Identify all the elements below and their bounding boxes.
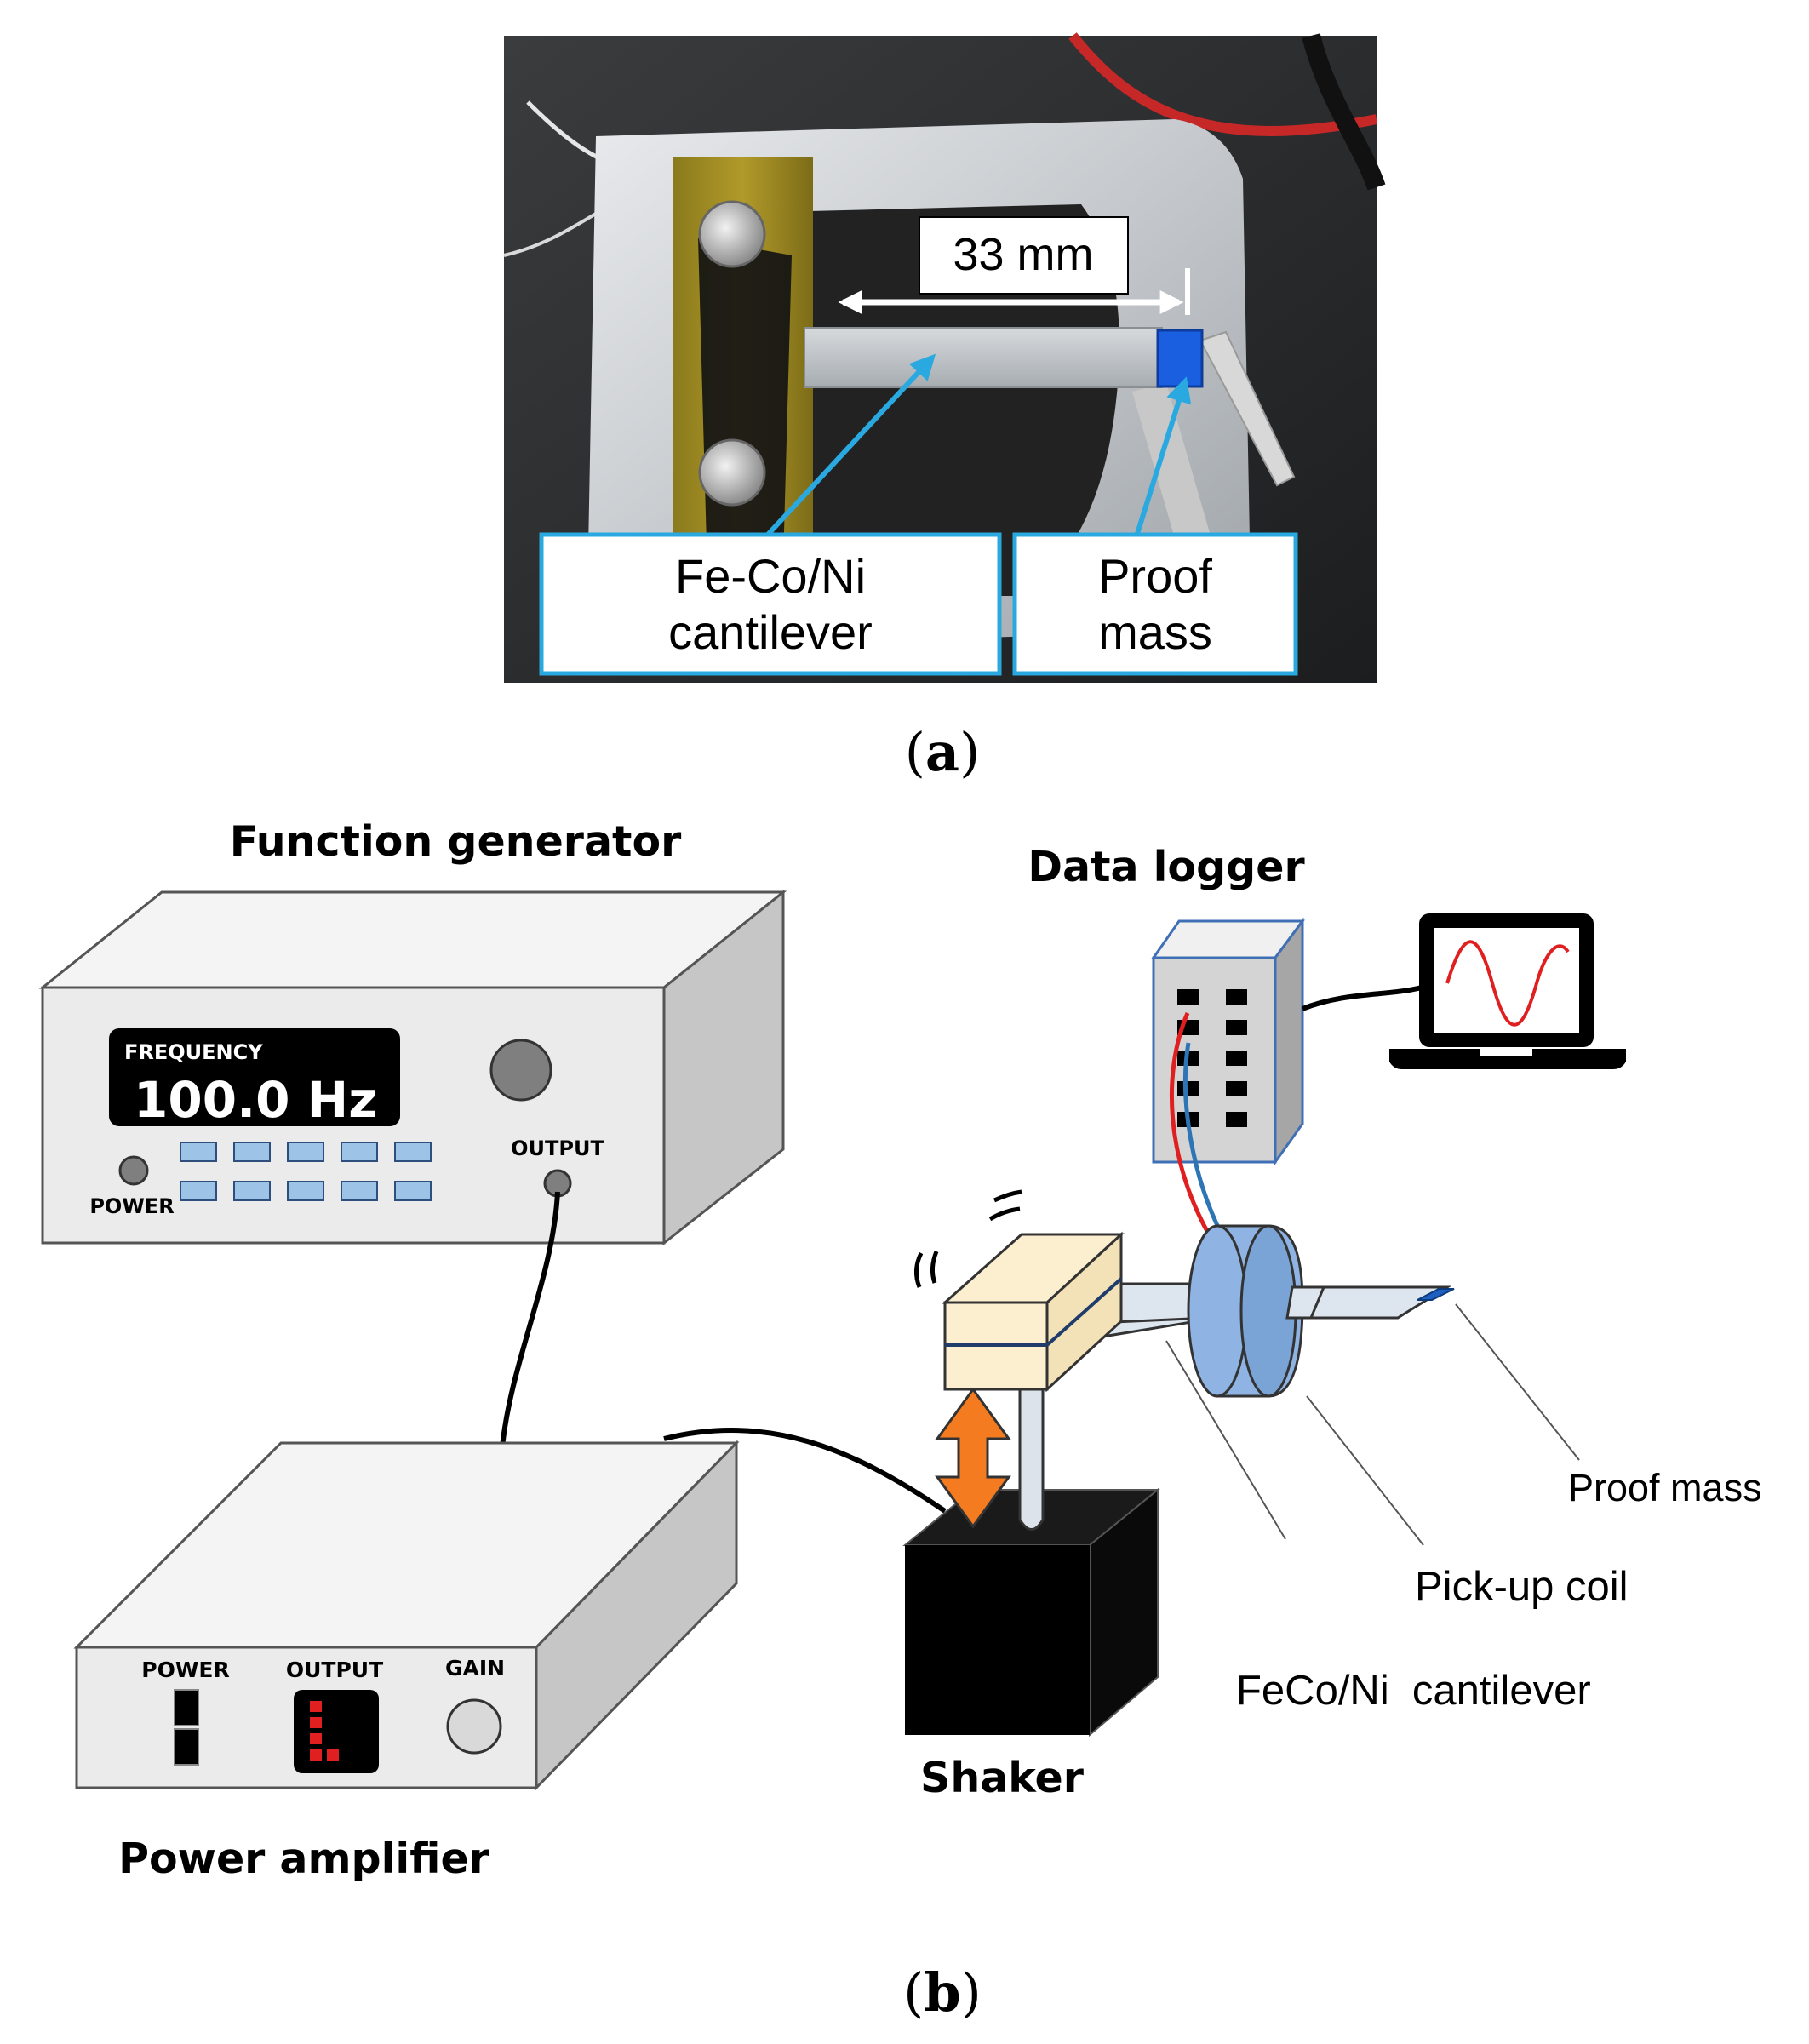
keypad-button[interactable] xyxy=(233,1181,271,1201)
amplifier-power-switch-bottom[interactable] xyxy=(174,1728,199,1766)
screw-bottom xyxy=(698,438,766,507)
vibration-mark xyxy=(914,1251,924,1288)
pickup-coil-label: Pick-up coil xyxy=(1415,1564,1629,1610)
keypad-button[interactable] xyxy=(233,1142,271,1162)
signal-cable xyxy=(500,1191,560,1448)
function-generator: FREQUENCY 100.0 Hz POWER OUTPUT xyxy=(38,889,787,1246)
logger-port xyxy=(1226,1081,1247,1096)
cantilever-callout-line2: cantilever xyxy=(668,605,873,659)
clamp-block xyxy=(942,1231,1125,1393)
amplifier-gain-knob[interactable] xyxy=(446,1698,502,1755)
logger-port xyxy=(1226,1020,1247,1035)
data-logger-title: Data logger xyxy=(1028,843,1305,891)
coil-wire-red xyxy=(1169,1012,1211,1236)
shaker-rod xyxy=(1018,1377,1045,1531)
caption-a: (a) xyxy=(905,721,981,783)
logger-port xyxy=(1177,989,1199,1005)
mass-callout-line2: mass xyxy=(1098,605,1212,659)
vibration-mark xyxy=(930,1251,939,1284)
cantilever-leader-line xyxy=(1165,1340,1286,1540)
mass-pointer xyxy=(1134,376,1192,537)
proof-mass xyxy=(1417,1288,1455,1301)
keypad-button[interactable] xyxy=(287,1181,324,1201)
amplifier-gain-label: GAIN xyxy=(445,1656,505,1680)
function-generator-title: Function generator xyxy=(230,817,682,866)
keypad-button[interactable] xyxy=(287,1142,324,1162)
coil-leader-line xyxy=(1306,1395,1424,1546)
panel-a-photo: 33 mm Fe-Co/Ni cantilever Proof mass xyxy=(503,32,1386,683)
keypad-button[interactable] xyxy=(180,1181,217,1201)
logger-port xyxy=(1177,1081,1199,1096)
pickup-coil xyxy=(1187,1224,1304,1398)
logger-port xyxy=(1226,1051,1247,1066)
power-amplifier-title: Power amplifier xyxy=(118,1835,490,1883)
screw-top xyxy=(698,200,766,268)
keypad-button[interactable] xyxy=(341,1181,378,1201)
frequency-display-value: 100.0 Hz xyxy=(134,1071,377,1129)
cantilever-label: FeCo/Ni cantilever xyxy=(1236,1668,1591,1714)
mass-callout-line1: Proof xyxy=(1098,549,1212,603)
cantilever-beam-photo xyxy=(804,327,1163,388)
function-generator-output-label: OUTPUT xyxy=(511,1137,604,1160)
mass-callout-box xyxy=(1012,532,1298,676)
frequency-display-label: FREQUENCY xyxy=(124,1040,263,1064)
keypad-button[interactable] xyxy=(394,1142,432,1162)
cantilever-pointer xyxy=(764,353,936,539)
frequency-display xyxy=(109,1028,400,1126)
amplifier-to-shaker-cable xyxy=(663,1428,947,1514)
function-generator-keypad xyxy=(180,1142,432,1201)
function-generator-power-button[interactable] xyxy=(118,1155,149,1186)
dimension-label-box xyxy=(919,216,1129,295)
keypad-button[interactable] xyxy=(180,1142,217,1162)
function-generator-knob[interactable] xyxy=(489,1039,552,1102)
function-generator-power-label: POWER xyxy=(89,1194,174,1218)
proof-mass-photo xyxy=(1156,329,1204,388)
shaker-title: Shaker xyxy=(920,1754,1085,1802)
logger-to-laptop-cable xyxy=(1301,985,1423,1011)
caption-b: (b) xyxy=(903,1961,982,2024)
cantilever-callout-box xyxy=(539,532,1002,676)
laptop xyxy=(1389,913,1626,1069)
vibration-direction-arrow xyxy=(935,1387,1011,1529)
logger-port xyxy=(1226,989,1247,1005)
amplifier-power-label: POWER xyxy=(141,1658,229,1682)
vibration-mark xyxy=(993,1189,1022,1203)
amplifier-output-label: OUTPUT xyxy=(286,1658,383,1682)
vibration-mark xyxy=(988,1206,1021,1222)
mass-leader-line xyxy=(1455,1303,1580,1461)
keypad-button[interactable] xyxy=(341,1142,378,1162)
power-amplifier: POWER OUTPUT GAIN xyxy=(73,1440,740,1791)
waveform-icon xyxy=(1445,940,1570,1027)
amplifier-output-meter xyxy=(294,1690,379,1773)
dimension-label: 33 mm xyxy=(953,229,1093,280)
coil-wire-blue xyxy=(1183,1042,1224,1236)
logger-port xyxy=(1226,1112,1247,1127)
proof-mass-label: Proof mass xyxy=(1568,1466,1762,1509)
keypad-button[interactable] xyxy=(394,1181,432,1201)
cantilever-callout-line1: Fe-Co/Ni xyxy=(675,549,866,603)
amplifier-power-switch-top[interactable] xyxy=(174,1689,199,1726)
